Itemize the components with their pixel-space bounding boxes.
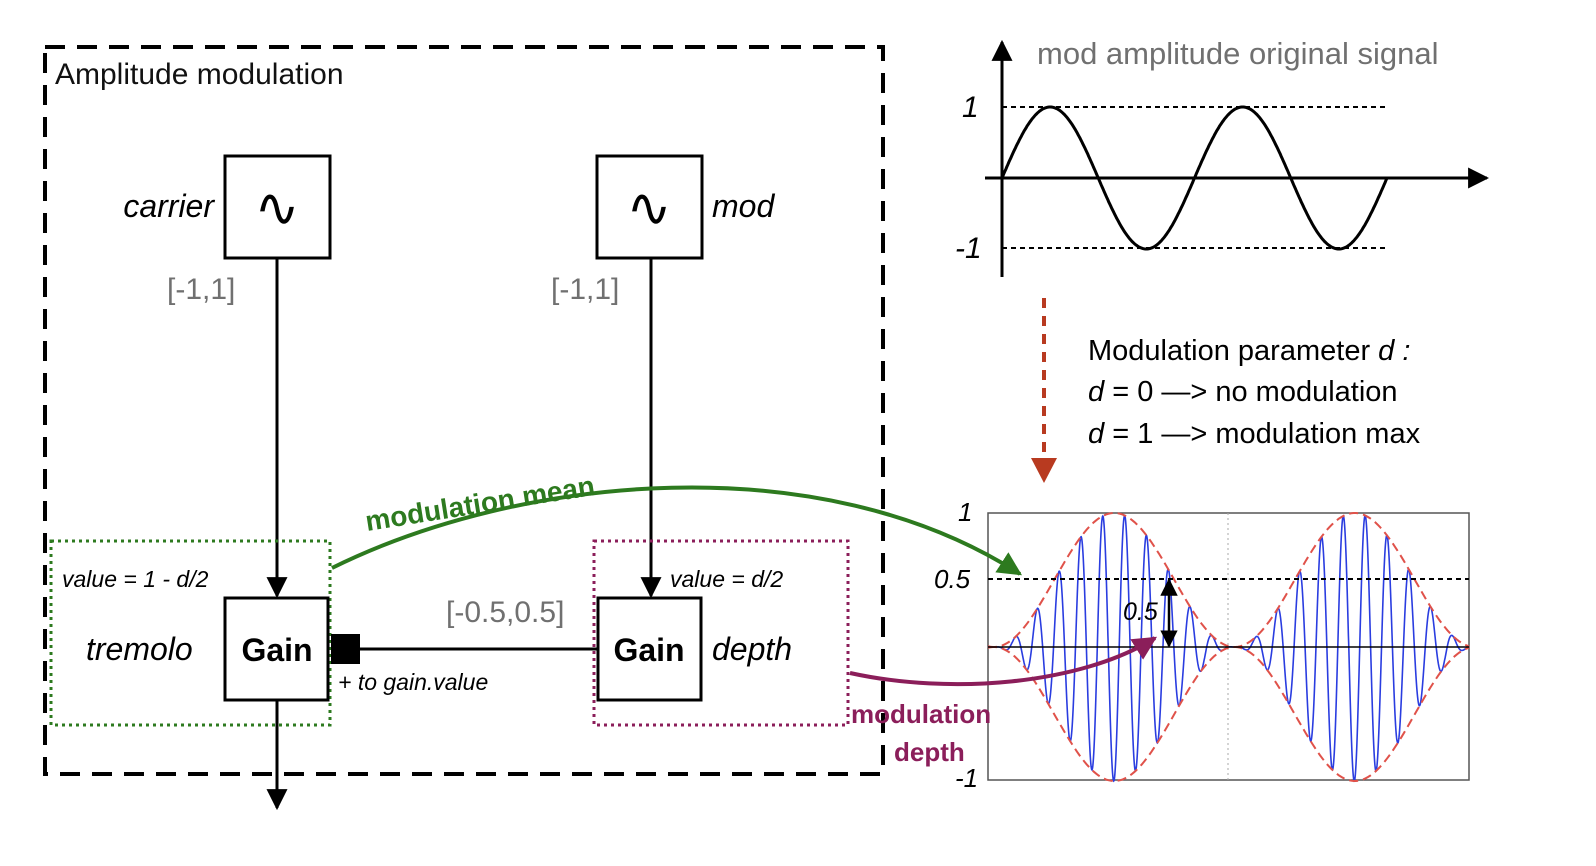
depth-label: depth — [712, 631, 792, 667]
carrier-oscillator-icon: ∿ — [254, 178, 299, 238]
parameter-note-line3: d = 1 —> modulation max — [1088, 418, 1421, 450]
modulation-mean-label: modulation mean — [363, 470, 597, 537]
parameter-note-line1: Modulation parameter d : — [1088, 335, 1410, 367]
carrier-range: [-1,1] — [167, 273, 235, 306]
depth-measure-label: 0.5 — [1123, 598, 1158, 626]
modulation-depth-label-1: modulation — [851, 699, 991, 729]
carrier-label: carrier — [123, 188, 215, 224]
mod-oscillator-icon: ∿ — [626, 178, 671, 238]
amplitude-modulation-frame — [43, 45, 885, 776]
tremolo-gain-box — [223, 596, 330, 702]
modulated-plot-y-1: 1 — [958, 497, 972, 527]
modulation-mean-arrow — [331, 485, 1023, 576]
parameter-note-line2: d = 0 —> no modulation — [1088, 376, 1398, 408]
mod-label: mod — [712, 188, 775, 224]
modulation-depth-arrow — [849, 636, 1158, 687]
gain-param-connector — [331, 634, 360, 664]
tremolo-dotted-frame — [49, 539, 332, 727]
mod-oscillator-box — [595, 154, 704, 260]
mod-signal-y-top: 1 — [962, 91, 979, 124]
mod-signal-y-bottom: -1 — [955, 232, 982, 265]
depth-range: [-0.5,0.5] — [446, 596, 564, 629]
mod-signal-title: mod amplitude original signal — [1037, 36, 1439, 71]
depth-gain-box — [596, 596, 703, 702]
envelope-upper — [987, 512, 1470, 648]
mod-signal-sine — [1000, 105, 1389, 251]
transform-arrow-head — [1031, 458, 1057, 483]
modulated-plot-y-05: 0.5 — [934, 564, 971, 594]
envelope-lower — [987, 646, 1470, 782]
depth-value: value = d/2 — [670, 566, 783, 592]
depth-gain-label: Gain — [613, 632, 684, 668]
mod-range: [-1,1] — [551, 273, 619, 306]
modulated-plot-y-neg1: -1 — [955, 763, 978, 793]
depth-dotted-frame — [592, 539, 850, 727]
modulation-depth-label-2: depth — [894, 737, 965, 767]
diagram-title: Amplitude modulation — [55, 58, 344, 91]
modulated-signal-plot — [987, 512, 1470, 783]
connect-label: + to gain.value — [338, 669, 488, 695]
tremolo-label: tremolo — [86, 631, 193, 667]
tremolo-gain-label: Gain — [241, 632, 312, 668]
tremolo-value: value = 1 - d/2 — [62, 566, 209, 592]
